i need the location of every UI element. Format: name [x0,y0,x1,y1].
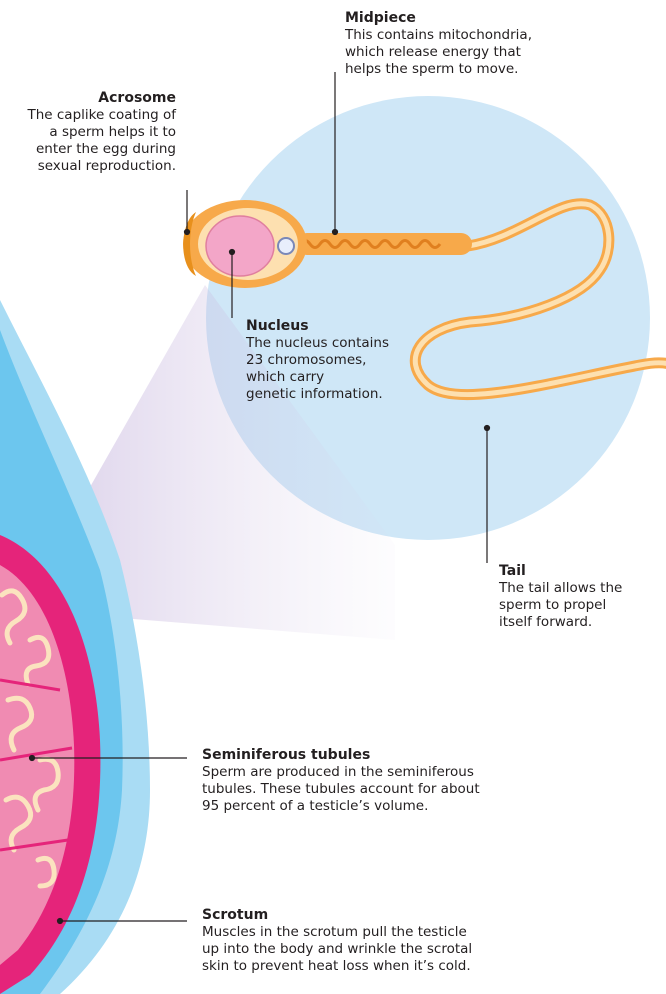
nucleus [206,216,274,276]
acrosome-title: Acrosome [4,90,176,107]
nucleus-label: Nucleus The nucleus contains 23 chromoso… [246,318,389,403]
midpiece-title: Midpiece [345,10,532,27]
acrosome-description: The caplike coating of a sperm helps it … [4,107,176,175]
scrotum-label: Scrotum Muscles in the scrotum pull the … [202,907,472,975]
seminiferous-title: Seminiferous tubules [202,747,480,764]
tail-description: The tail allows the sperm to propel itse… [499,580,622,631]
centriole [278,238,294,254]
acrosome-label: Acrosome The caplike coating of a sperm … [4,90,176,175]
tail-title: Tail [499,563,622,580]
sperm-midpiece [296,233,472,255]
tail-label: Tail The tail allows the sperm to propel… [499,563,622,631]
scrotum-title: Scrotum [202,907,472,924]
seminiferous-label: Seminiferous tubules Sperm are produced … [202,747,480,815]
scrotum-description: Muscles in the scrotum pull the testicle… [202,924,472,975]
nucleus-description: The nucleus contains 23 chromosomes, whi… [246,335,389,403]
midpiece-label: Midpiece This contains mitochondria, whi… [345,10,532,78]
seminiferous-description: Sperm are produced in the seminiferous t… [202,764,480,815]
midpiece-description: This contains mitochondria, which releas… [345,27,532,78]
nucleus-title: Nucleus [246,318,389,335]
